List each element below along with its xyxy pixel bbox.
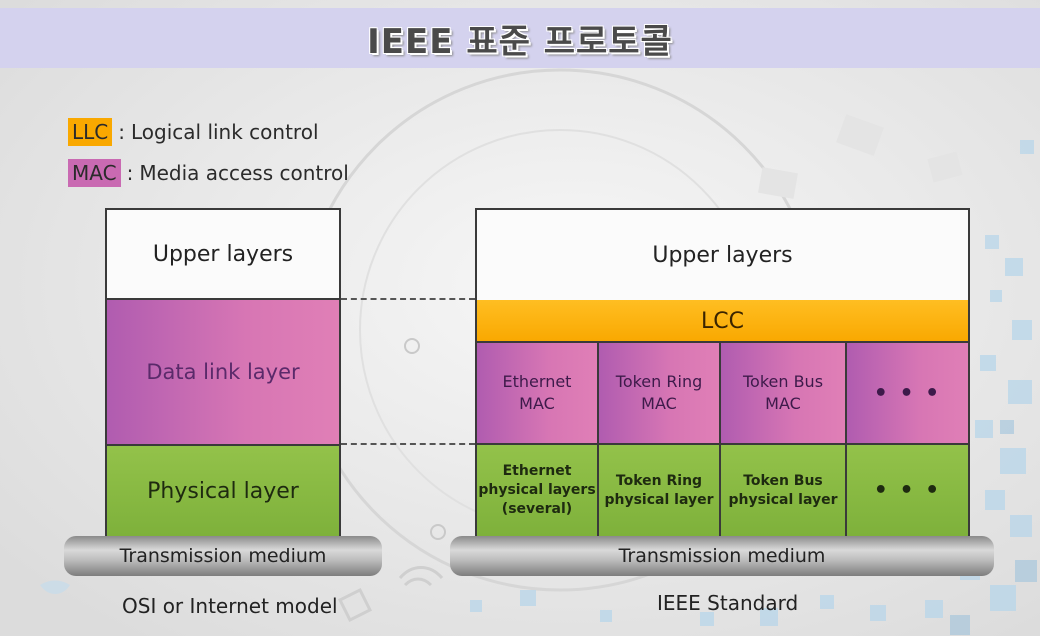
legend-llc-separator: : <box>118 120 125 144</box>
ieee-mac-more: • • • <box>845 341 970 445</box>
ieee-upper-layers: Upper layers <box>475 208 970 302</box>
osi-upper-layers-label: Upper layers <box>152 241 294 267</box>
title-bar: IEEE 표준 프로토콜 <box>0 8 1040 68</box>
ieee-llc-label: LCC <box>701 308 744 334</box>
legend-llc: LLC : Logical link control <box>68 118 319 146</box>
ieee-mac-token-bus-line2: MAC <box>765 394 801 413</box>
ieee-phys-more: • • • <box>845 443 970 538</box>
ieee-mac-ethernet: Ethernet MAC <box>475 341 599 445</box>
legend-mac-text: Media access control <box>139 161 349 185</box>
ieee-phys-token-ring-line2: physical layer <box>604 491 714 508</box>
osi-physical-label: Physical layer <box>147 478 299 504</box>
connector-dashed-top <box>341 298 475 300</box>
osi-caption: OSI or Internet model <box>122 594 338 618</box>
ieee-mac-ethernet-line1: Ethernet <box>502 372 572 391</box>
ieee-mac-token-ring-line1: Token Ring <box>615 372 703 391</box>
ieee-phys-token-ring: Token Ring physical layer <box>597 443 721 538</box>
legend-llc-text: Logical link control <box>131 120 319 144</box>
legend-mac-abbr: MAC <box>68 159 121 187</box>
osi-physical-layer: Physical layer <box>105 444 341 538</box>
ieee-mac-token-bus: Token Bus MAC <box>719 341 847 445</box>
ieee-transmission-medium-label: Transmission medium <box>618 545 826 567</box>
ieee-phys-more-ellipsis: • • • <box>873 478 942 503</box>
ieee-llc-layer: LCC <box>475 300 970 342</box>
ieee-transmission-medium: Transmission medium <box>450 536 994 576</box>
legend-mac: MAC : Media access control <box>68 159 349 187</box>
osi-upper-layers: Upper layers <box>105 208 341 300</box>
ieee-phys-ethernet-line3: (several) <box>501 501 573 517</box>
legend-llc-abbr: LLC <box>68 118 113 146</box>
ieee-phys-token-bus: Token Bus physical layer <box>719 443 847 538</box>
osi-data-link-layer: Data link layer <box>105 298 341 446</box>
ieee-phys-token-ring-line1: Token Ring <box>615 472 703 489</box>
ieee-mac-ethernet-line2: MAC <box>519 394 555 413</box>
ieee-phys-ethernet: Ethernet physical layers (several) <box>475 443 599 538</box>
osi-transmission-medium-label: Transmission medium <box>119 545 327 567</box>
osi-transmission-medium: Transmission medium <box>64 536 382 576</box>
ieee-mac-token-ring: Token Ring MAC <box>597 341 721 445</box>
ieee-phys-token-bus-line1: Token Bus <box>743 472 823 489</box>
ieee-caption: IEEE Standard <box>657 591 799 615</box>
ieee-mac-more-ellipsis: • • • <box>873 380 942 406</box>
ieee-mac-token-bus-line1: Token Bus <box>742 372 824 391</box>
ieee-mac-token-ring-line2: MAC <box>641 394 677 413</box>
ieee-phys-ethernet-line1: Ethernet <box>502 463 572 479</box>
page-title: IEEE 표준 프로토콜 <box>367 21 673 62</box>
connector-dashed-bottom <box>341 443 475 445</box>
ieee-upper-layers-label: Upper layers <box>652 242 793 268</box>
osi-data-link-label: Data link layer <box>146 360 300 384</box>
ieee-phys-ethernet-line2: physical layers <box>478 482 596 498</box>
ieee-phys-token-bus-line2: physical layer <box>728 491 838 508</box>
legend-mac-separator: : <box>126 161 134 185</box>
